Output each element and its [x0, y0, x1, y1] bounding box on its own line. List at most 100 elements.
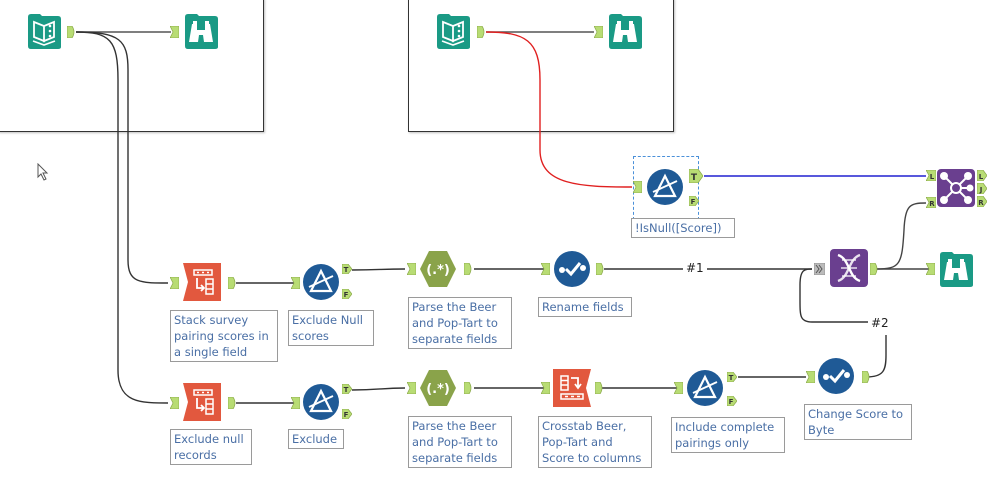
- transpose-icon: [183, 383, 221, 421]
- transpose-tool-1[interactable]: [183, 263, 221, 301]
- output-anchor[interactable]: [862, 371, 871, 383]
- select-tool-1[interactable]: [553, 250, 591, 288]
- output-anchor[interactable]: [464, 263, 473, 275]
- filter-icon: [647, 169, 683, 205]
- join-icon: [937, 169, 975, 207]
- wire-filter2-regex2: [351, 387, 406, 391]
- input-anchor[interactable]: [291, 397, 300, 409]
- wire-union-join-right: [875, 202, 927, 270]
- binoculars-icon: [940, 252, 973, 287]
- wire-label-1: #1: [684, 261, 706, 275]
- annotation-crosstab: Crosstab Beer, Pop-Tart and Score to col…: [538, 416, 652, 468]
- filter-tool-1[interactable]: [302, 263, 340, 301]
- svg-text:R: R: [929, 200, 935, 208]
- output-anchor[interactable]: [228, 397, 237, 409]
- svg-text:F: F: [691, 198, 696, 206]
- filter-icon: [303, 264, 339, 300]
- input-anchor[interactable]: [170, 26, 179, 38]
- svg-text:F: F: [729, 398, 734, 406]
- regex-icon: (.*): [420, 251, 456, 287]
- output-anchor[interactable]: [464, 382, 473, 394]
- annotation-transpose-1: Stack survey pairing scores in a single …: [170, 310, 278, 362]
- transpose-tool-2[interactable]: [183, 383, 221, 421]
- input-anchor[interactable]: [541, 263, 550, 275]
- input-anchor[interactable]: [291, 277, 300, 289]
- output-anchor[interactable]: [228, 277, 237, 289]
- select-tool-2[interactable]: [817, 357, 855, 395]
- svg-text:F: F: [344, 411, 349, 419]
- false-anchor[interactable]: F: [727, 396, 737, 406]
- wire-label-2: #2: [869, 316, 891, 330]
- filter-tool-2[interactable]: [302, 383, 340, 421]
- checkmark-icon: [554, 251, 590, 287]
- annotation-filter-2: Exclude: [288, 429, 344, 449]
- input-data-tool-2[interactable]: [434, 12, 472, 50]
- input-anchor[interactable]: [674, 382, 683, 394]
- output-anchor[interactable]: [870, 263, 879, 275]
- false-anchor[interactable]: F: [342, 409, 352, 419]
- input-anchor[interactable]: [170, 277, 179, 289]
- filter-tool-isnull[interactable]: [646, 168, 684, 206]
- union-multi-input-anchor[interactable]: [814, 263, 825, 275]
- annotation-regex-2: Parse the Beer and Pop-Tart to separate …: [408, 416, 512, 468]
- browse-tool-1[interactable]: [182, 12, 220, 50]
- svg-text:L: L: [930, 173, 935, 181]
- input-anchor[interactable]: [541, 382, 550, 394]
- transpose-icon: [183, 263, 221, 301]
- browse-tool-3[interactable]: [937, 250, 975, 288]
- svg-text:(.*): (.*): [426, 263, 450, 278]
- book-icon: [28, 14, 61, 49]
- input-anchor[interactable]: [170, 397, 179, 409]
- svg-text:T: T: [344, 266, 349, 274]
- output-anchor[interactable]: [477, 26, 486, 38]
- dna-icon: [830, 249, 868, 287]
- input-anchor[interactable]: [633, 181, 642, 193]
- union-tool[interactable]: [830, 249, 868, 287]
- output-anchor[interactable]: [595, 382, 604, 394]
- wire-filter1-regex1: [351, 268, 406, 271]
- binoculars-icon: [185, 14, 218, 49]
- svg-text:F: F: [344, 291, 349, 299]
- annotation-filter-1: Exclude Null scores: [288, 310, 374, 346]
- true-anchor[interactable]: T: [689, 169, 703, 183]
- svg-text:J: J: [979, 186, 983, 194]
- annotation-select-2: Change Score to Byte: [804, 404, 912, 440]
- binoculars-icon: [609, 14, 642, 49]
- annotation-regex-1: Parse the Beer and Pop-Tart to separate …: [408, 297, 512, 349]
- annotation-filter-3: Include complete pairings only: [671, 417, 785, 453]
- join-tool[interactable]: [937, 169, 975, 207]
- false-anchor[interactable]: F: [342, 289, 352, 299]
- join-right-output-anchor[interactable]: R: [977, 196, 987, 207]
- annotation-select-1: Rename fields: [538, 297, 632, 317]
- input-anchor[interactable]: [594, 26, 603, 38]
- join-right-anchor[interactable]: R: [926, 197, 936, 208]
- svg-text:T: T: [344, 386, 349, 394]
- checkmark-icon: [818, 358, 854, 394]
- browse-tool-2[interactable]: [606, 12, 644, 50]
- input-anchor[interactable]: [806, 371, 815, 383]
- join-join-output-anchor[interactable]: J: [977, 183, 987, 194]
- crosstab-tool[interactable]: [553, 369, 591, 407]
- regex-icon: (.*): [420, 370, 456, 406]
- true-anchor[interactable]: T: [727, 372, 737, 382]
- annotation-filter-isnull: !IsNull([Score]): [631, 218, 735, 238]
- input-anchor[interactable]: [407, 263, 416, 275]
- input-anchor[interactable]: [407, 382, 416, 394]
- regex-tool-2[interactable]: (.*): [419, 369, 457, 407]
- false-anchor[interactable]: F: [689, 196, 699, 206]
- join-left-output-anchor[interactable]: L: [977, 170, 987, 181]
- output-anchor[interactable]: [596, 263, 605, 275]
- true-anchor[interactable]: T: [342, 264, 352, 274]
- filter-icon: [303, 384, 339, 420]
- output-anchor[interactable]: [67, 26, 76, 38]
- input-data-tool-1[interactable]: [25, 12, 63, 50]
- regex-tool-1[interactable]: (.*): [419, 250, 457, 288]
- filter-icon: [687, 370, 723, 406]
- input-anchor[interactable]: [926, 263, 935, 275]
- filter-tool-3[interactable]: [686, 369, 724, 407]
- crosstab-icon: [553, 369, 591, 407]
- join-left-anchor[interactable]: L: [926, 170, 936, 181]
- svg-text:R: R: [978, 199, 984, 207]
- true-anchor[interactable]: T: [342, 384, 352, 394]
